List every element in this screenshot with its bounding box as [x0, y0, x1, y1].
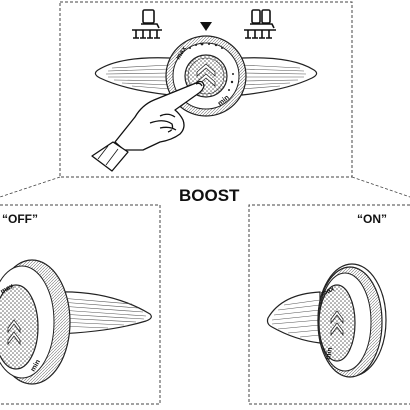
right-wing	[241, 57, 318, 96]
single-seat-heat-icon	[132, 9, 162, 39]
projection-line-right	[351, 176, 410, 198]
on-knob-min-label: min	[325, 347, 334, 360]
off-state-label: “OFF”	[2, 212, 38, 226]
top-knob-assembly: max min	[94, 22, 318, 117]
left-wing	[94, 57, 171, 96]
projection-line-left	[0, 176, 61, 198]
off-frame	[0, 204, 161, 405]
boost-title: BOOST	[179, 186, 240, 205]
on-knob-assembly: max min	[266, 263, 387, 378]
top-frame	[59, 1, 353, 178]
on-state-label: “ON”	[357, 212, 387, 226]
hand-cuff	[91, 141, 129, 172]
off-chevron-up-icon	[7, 319, 21, 346]
on-frame	[248, 204, 410, 405]
off-knob-assembly: max min	[0, 259, 152, 385]
down-triangle-indicator-icon	[200, 22, 212, 31]
double-seat-heat-icon	[244, 9, 276, 39]
on-chevron-up-icon	[330, 310, 344, 337]
pointing-hand-icon	[91, 80, 205, 172]
